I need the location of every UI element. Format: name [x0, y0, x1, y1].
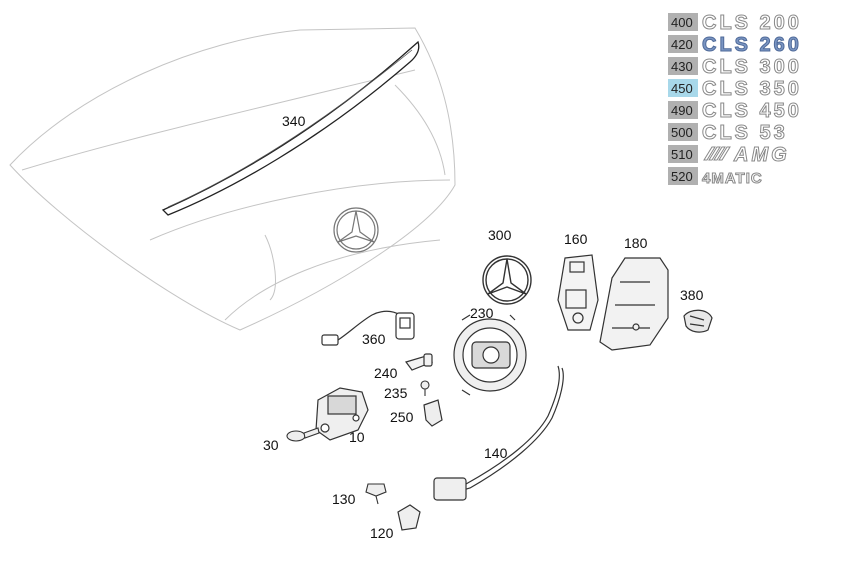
variant-code: 400 [671, 15, 693, 30]
variant-name: CLS 200 [702, 12, 802, 34]
wiring-harness-part[interactable] [321, 310, 415, 346]
label-240: 240 [374, 365, 398, 381]
variant-code: 420 [671, 37, 693, 52]
label-300: 300 [488, 227, 512, 243]
clip-part[interactable] [683, 309, 713, 333]
variant-code: 490 [671, 103, 693, 118]
variant-name: CLS 450 [702, 100, 802, 122]
label-250: 250 [390, 409, 414, 425]
trunk-lock-part[interactable] [315, 387, 369, 441]
variant-code: 450 [671, 81, 693, 96]
star-emblem-part[interactable] [482, 255, 532, 305]
variant-code: 510 [671, 147, 693, 162]
label-180: 180 [624, 235, 648, 251]
variant-legend: 400 CLS 200 420 CLS 260 430 CLS 300 450 … [668, 12, 802, 188]
variant-code: 520 [671, 169, 693, 184]
rear-cover-part[interactable] [599, 257, 669, 351]
label-235: 235 [384, 385, 408, 401]
camera-unit-part[interactable] [453, 314, 527, 396]
variant-row[interactable]: 430 CLS 300 [668, 56, 802, 79]
trunk-star-emblem [333, 207, 379, 253]
label-230: 230 [470, 305, 494, 321]
variant-name: CLS 300 [702, 56, 802, 78]
screw-part-235[interactable] [420, 380, 430, 396]
label-30: 30 [263, 437, 279, 453]
label-360: 360 [362, 331, 386, 347]
variant-name: AMG [733, 144, 790, 166]
variant-name: CLS 350 [702, 78, 802, 100]
label-130: 130 [332, 491, 356, 507]
variant-name: CLS 53 [702, 122, 788, 144]
label-10: 10 [349, 429, 365, 445]
variant-name: CLS 260 [702, 34, 802, 56]
label-160: 160 [564, 231, 588, 247]
pin-part[interactable] [405, 353, 434, 371]
handle-part[interactable] [397, 504, 421, 531]
bracket-part[interactable] [557, 254, 599, 331]
screw-part-130[interactable] [365, 483, 387, 505]
variant-row[interactable]: 510 AMG [668, 144, 790, 167]
label-140: 140 [484, 445, 508, 461]
variant-row[interactable]: 520 4MATIC [668, 167, 763, 188]
release-cable-part[interactable] [433, 365, 564, 501]
variant-code: 500 [671, 125, 693, 140]
label-380: 380 [680, 287, 704, 303]
variant-row-active[interactable]: 450 CLS 350 [668, 78, 802, 101]
trunk-lid-outline [9, 27, 456, 331]
label-120: 120 [370, 525, 394, 541]
amg-stripes-icon [703, 146, 731, 161]
variant-row[interactable]: 420 CLS 260 [668, 34, 802, 57]
rear-spoiler[interactable] [161, 40, 420, 216]
variant-row[interactable]: 500 CLS 53 [668, 122, 788, 145]
label-340: 340 [282, 113, 306, 129]
variant-row[interactable]: 490 CLS 450 [668, 100, 802, 123]
variant-row[interactable]: 400 CLS 200 [668, 12, 802, 35]
cap-part[interactable] [423, 399, 443, 427]
variant-name: 4MATIC [702, 170, 763, 187]
bolt-part-30[interactable] [286, 427, 320, 442]
variant-code: 430 [671, 59, 693, 74]
